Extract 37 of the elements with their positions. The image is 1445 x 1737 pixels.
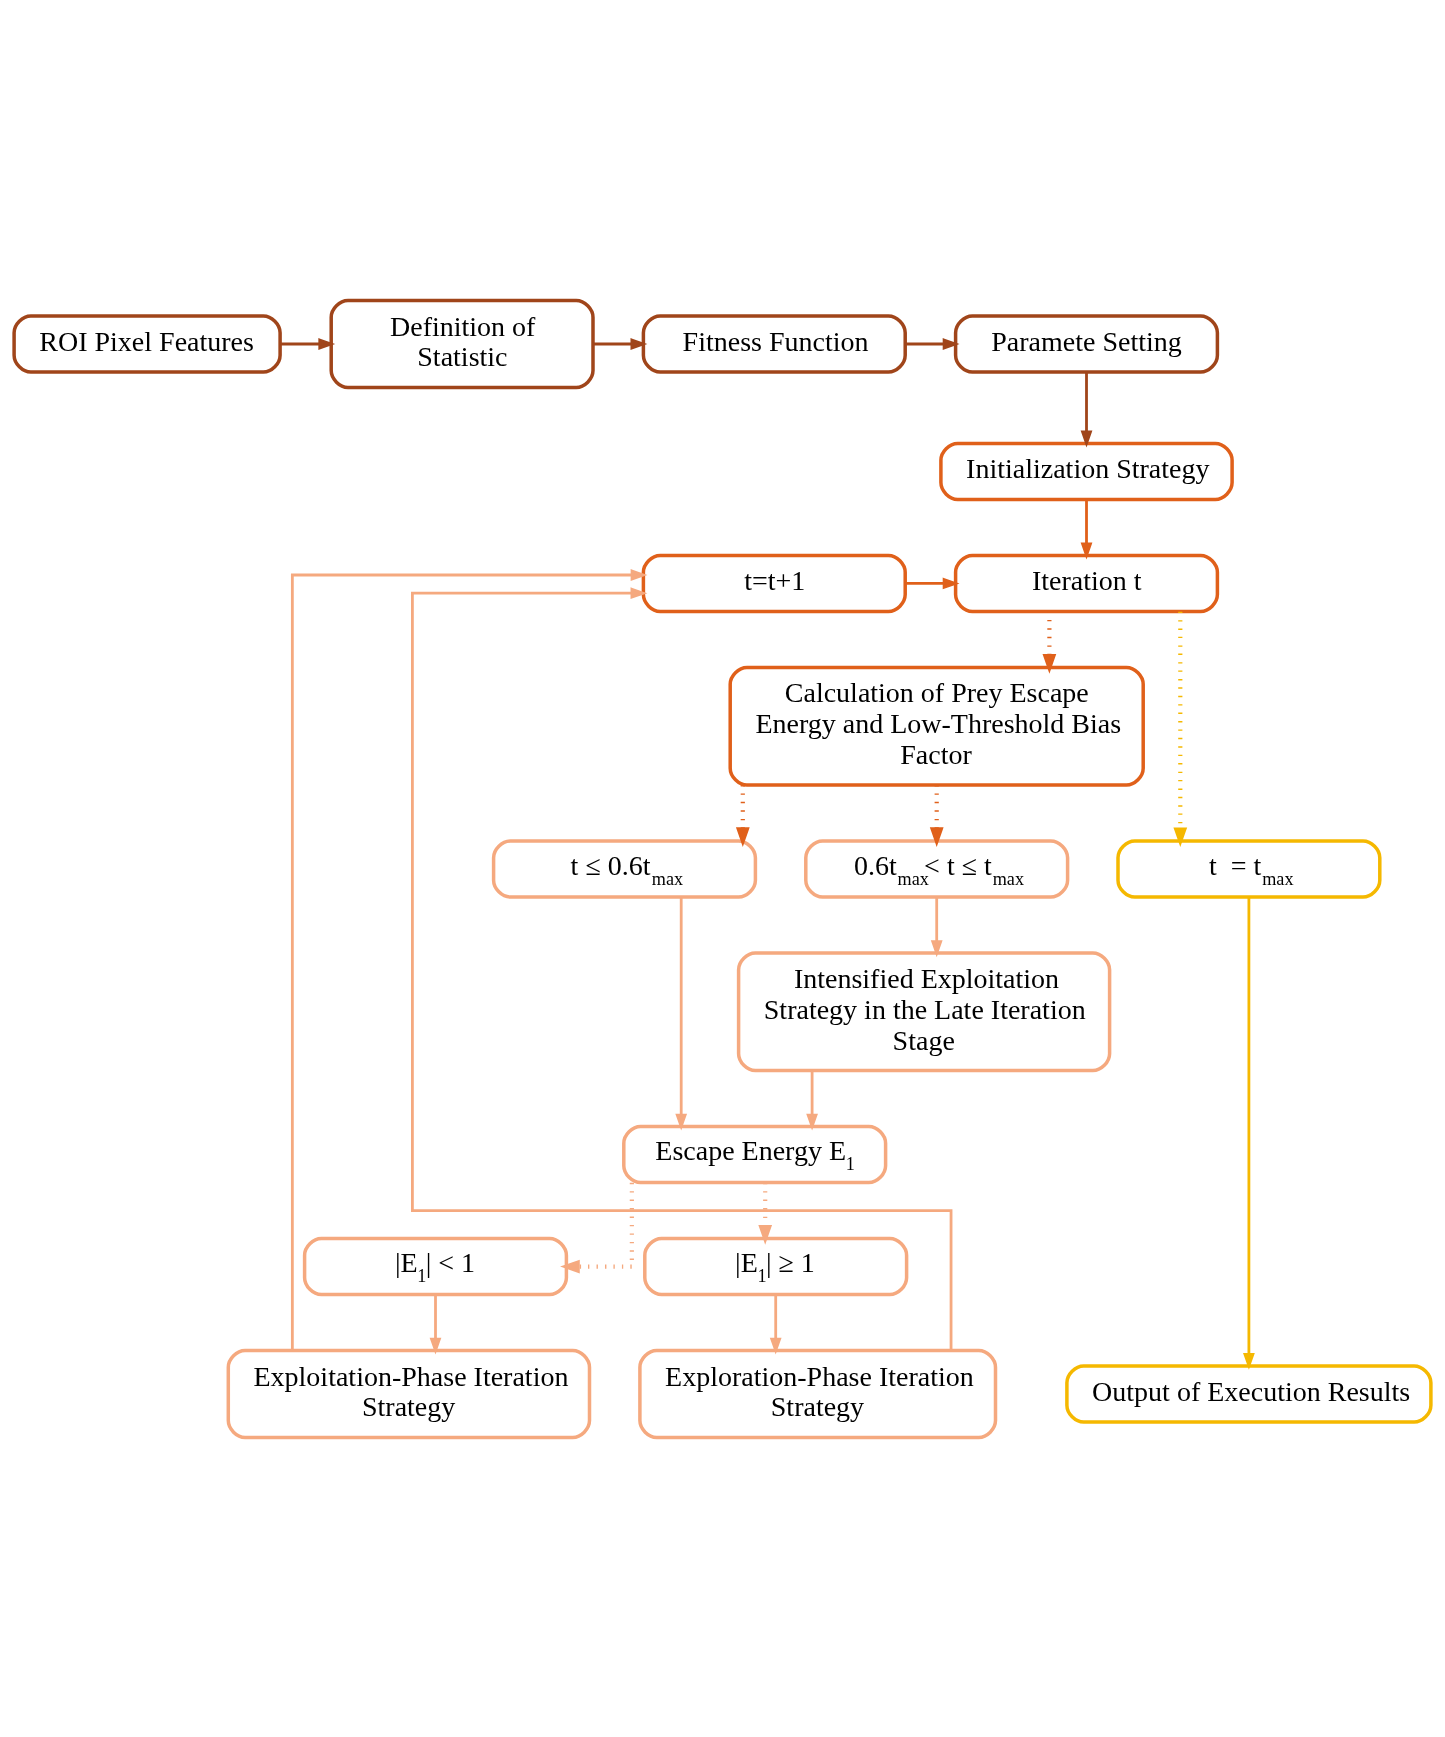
arrow: [411, 586, 953, 1351]
node-box: Output of Execution Results: [1065, 1363, 1433, 1424]
arrow: [905, 577, 960, 589]
node-box: t ≤ 0.6t$_{max}$: [491, 838, 758, 899]
arrow: [905, 337, 960, 350]
arrow: [675, 896, 688, 1131]
arrow: [758, 1182, 773, 1245]
arrow: [929, 784, 944, 847]
node-box: ROI Pixel Features: [12, 313, 282, 374]
node-box: Escape Energy E$_{1}$: [622, 1124, 888, 1184]
node-box: 0.6t$_{max}$< t ≤ t$_{max}$: [804, 838, 1070, 899]
node-box: |E$_{1}$| < 1: [302, 1236, 569, 1296]
node-box: Paramete Setting: [953, 313, 1220, 374]
node-box: Initialization Strategy: [939, 441, 1234, 501]
node-box: t = t$_{max}$: [1116, 838, 1382, 899]
node-box: Exploration-Phase Iteration Strategy: [638, 1348, 998, 1439]
arrow: [1173, 611, 1188, 847]
arrow: [1080, 371, 1093, 447]
arrow: [280, 337, 336, 350]
node-box: Exploitation-Phase Iteration Strategy: [226, 1348, 592, 1439]
node-box: Intensified Exploitation Strategy in the Late Iteration Stage: [736, 950, 1112, 1072]
node-box: Definition of Statistic: [329, 298, 595, 389]
node-box: Calculation of Prey Escape Energy and Low-Threshold Bias Factor: [728, 665, 1145, 787]
arrow: [735, 784, 750, 847]
node-box: t=t+1: [641, 553, 907, 613]
arrow: [769, 1294, 782, 1354]
arrow: [1080, 499, 1093, 559]
arrow: [560, 1182, 634, 1273]
node-box: |E$_{1}$| ≥ 1: [643, 1236, 909, 1296]
node-box: Iteration t: [953, 553, 1220, 613]
arrow: [290, 568, 648, 1351]
arrow: [1243, 896, 1255, 1370]
arrow: [429, 1294, 442, 1354]
node-box: Fitness Function: [641, 313, 907, 374]
arrow: [593, 337, 648, 350]
arrow: [930, 896, 943, 957]
arrow: [806, 1070, 818, 1130]
